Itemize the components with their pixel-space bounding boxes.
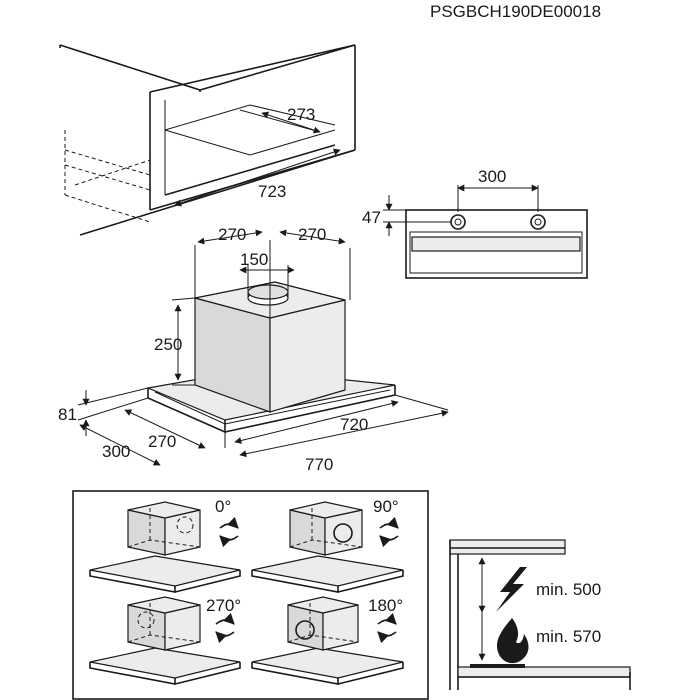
rotation-cell-270 [89,596,241,685]
hood-body-height-label: 250 [154,335,182,354]
cabinet-width-label: 723 [258,182,286,201]
hood-inner-width-label: 720 [340,415,368,434]
electric-clearance-label: min. 500 [536,580,601,599]
outlet-spacing-label: 300 [478,167,506,186]
rotate-arrows-icon [377,612,397,644]
rotation-angle-0: 0° [215,497,231,516]
rotation-angle-270: 270° [206,596,241,615]
clearance-drawing [449,539,631,690]
rotate-arrows-icon [219,516,239,548]
rotate-arrows-icon [215,612,235,644]
hood-right-offset-label: 270 [298,225,326,244]
cabinet-drawing [59,44,356,236]
hood-left-offset-label: 270 [218,225,246,244]
rotation-angle-180: 180° [368,596,403,615]
hood-drawing [77,229,449,466]
front-view-drawing [383,184,588,279]
lightning-icon [496,567,527,612]
rotation-panel [72,490,429,700]
hood-panel-height-label: 81 [58,405,77,424]
outlet-height-label: 47 [362,208,381,227]
hood-outlet-label: 150 [240,250,268,269]
rotate-arrows-icon [379,516,399,548]
rotation-angle-90: 90° [373,497,399,516]
gas-clearance-label: min. 570 [536,627,601,646]
rotation-cell-0 [89,501,241,593]
hood-inner-depth-label: 270 [148,432,176,451]
hood-depth-label: 300 [102,442,130,461]
cabinet-depth-label: 273 [287,105,315,124]
document-code: PSGBCH190DE00018 [430,2,601,21]
hood-width-label: 770 [305,455,333,474]
rotation-cell-90 [251,501,404,593]
rotation-cell-180 [251,596,404,685]
flame-icon [496,618,529,664]
